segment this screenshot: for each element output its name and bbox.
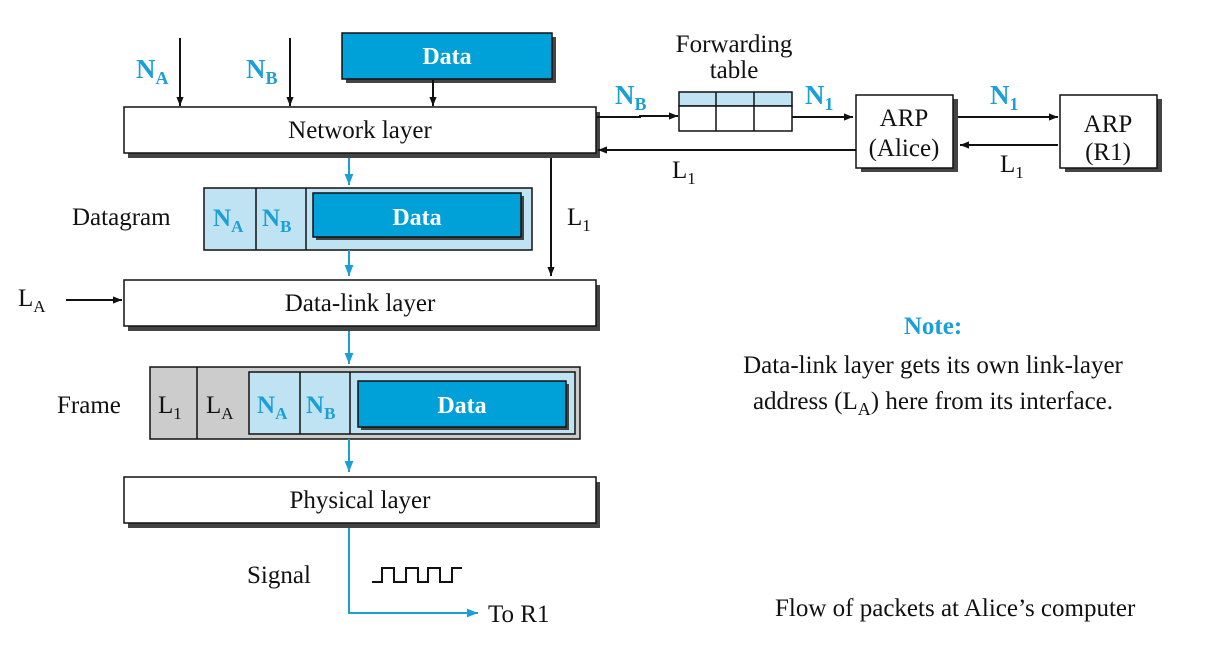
- svg-text:(R1): (R1): [1085, 139, 1131, 166]
- svg-text:N1: N1: [990, 80, 1019, 114]
- svg-text:Physical layer: Physical layer: [290, 487, 432, 514]
- input-data-box: Data: [341, 32, 556, 106]
- nb-to-forwarding: NB: [597, 80, 678, 120]
- frame-l1: L1: [158, 392, 182, 423]
- svg-text:ARP: ARP: [880, 105, 929, 132]
- svg-text:Signal: Signal: [247, 562, 311, 589]
- n1-to-arp-alice: N1: [792, 80, 853, 121]
- arp-alice-box: ARP (Alice): [855, 94, 958, 172]
- datagram-na: NA: [213, 205, 244, 236]
- svg-text:Network layer: Network layer: [288, 117, 432, 144]
- svg-text:Data-link layer gets its own l: Data-link layer gets its own link-layer: [743, 352, 1123, 379]
- l1-arp-to-network: L1: [598, 146, 856, 188]
- svg-text:table: table: [710, 57, 759, 84]
- datagram-nb: NB: [262, 205, 291, 236]
- svg-text:L1: L1: [1000, 151, 1024, 182]
- svg-text:Data-link layer: Data-link layer: [285, 290, 436, 317]
- frame: Frame L1 LA NA NB Data: [57, 366, 581, 440]
- input-nb: NB: [246, 38, 294, 106]
- frame-la: LA: [206, 392, 234, 423]
- svg-text:L1: L1: [672, 157, 696, 188]
- svg-text:Note:: Note:: [904, 313, 962, 340]
- svg-text:NA: NA: [136, 54, 169, 88]
- svg-text:L1: L1: [567, 204, 591, 235]
- physical-layer: Physical layer: [123, 476, 600, 528]
- svg-text:N1: N1: [805, 80, 834, 114]
- datagram: Datagram NA NB Data: [72, 187, 533, 251]
- svg-text:Data: Data: [392, 205, 441, 231]
- svg-text:Frame: Frame: [57, 392, 121, 419]
- network-layer: Network layer: [123, 106, 600, 158]
- svg-text:Data: Data: [422, 44, 471, 70]
- svg-text:ARP: ARP: [1084, 111, 1133, 138]
- frame-na: NA: [257, 392, 288, 423]
- svg-text:(Alice): (Alice): [869, 135, 940, 162]
- note: Note: Data-link layer gets its own link-…: [743, 313, 1123, 419]
- input-na: NA: [136, 38, 184, 106]
- svg-text:Forwarding: Forwarding: [676, 31, 793, 58]
- la-input: LA: [18, 285, 122, 316]
- l1-down-arrow: L1: [547, 158, 591, 276]
- forwarding-table: Forwarding table: [676, 31, 793, 132]
- figure-caption: Flow of packets at Alice’s computer: [775, 595, 1136, 622]
- arp-r1-box: ARP (R1): [1059, 94, 1162, 172]
- datalink-layer: Data-link layer: [123, 279, 600, 331]
- svg-text:Data: Data: [437, 393, 486, 419]
- svg-text:NB: NB: [615, 80, 647, 114]
- signal-output: Signal To R1: [247, 528, 549, 628]
- square-wave-icon: [372, 567, 462, 583]
- svg-text:LA: LA: [18, 285, 46, 316]
- n1-to-arp-r1: N1: [958, 80, 1058, 121]
- frame-nb: NB: [306, 392, 335, 423]
- l1-r1-to-alice: L1: [960, 141, 1058, 182]
- svg-text:address (LA) here from its int: address (LA) here from its interface.: [753, 388, 1113, 419]
- svg-text:Datagram: Datagram: [72, 204, 171, 231]
- svg-text:NB: NB: [246, 54, 278, 88]
- svg-text:To R1: To R1: [488, 601, 549, 628]
